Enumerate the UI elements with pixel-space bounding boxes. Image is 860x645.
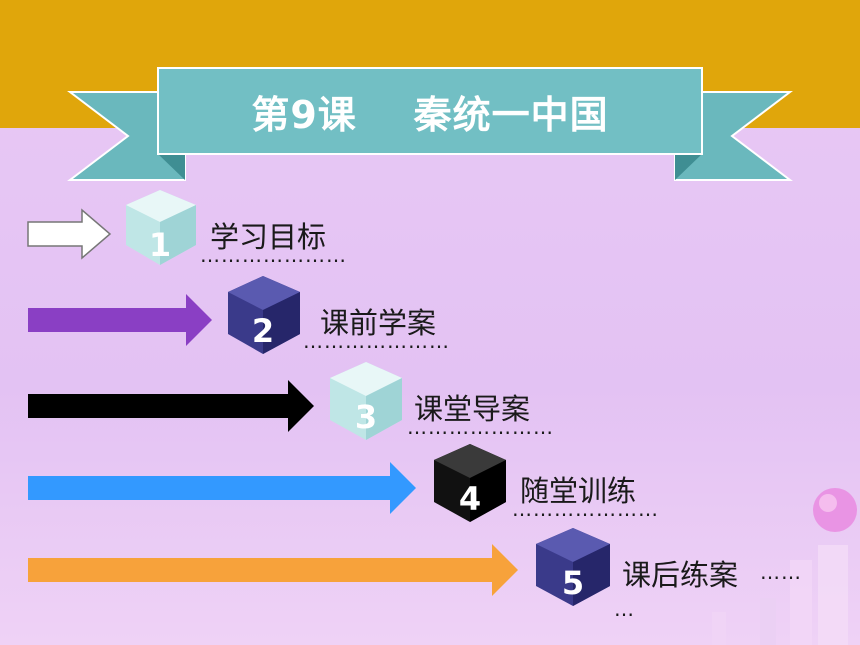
menu-item-3-arrow[interactable]	[28, 380, 314, 432]
menu-item-3-dots: …………………	[407, 415, 554, 439]
menu-item-1-label[interactable]: 学习目标	[210, 220, 327, 254]
cube-5-icon	[536, 528, 610, 606]
cube-1-icon	[126, 190, 196, 265]
menu-item-2-arrow[interactable]	[28, 294, 212, 346]
cube-4-icon	[434, 444, 506, 522]
menu-item-1-arrow[interactable]	[27, 208, 112, 260]
menu-item-5-dots: ……	[760, 560, 802, 584]
menu-item-5-label[interactable]: 课后练案	[622, 558, 739, 592]
menu-item-5-arrow[interactable]	[28, 544, 518, 596]
menu-item-4-dots: …………………	[512, 497, 659, 521]
menu-item-1-dots: …………………	[200, 243, 347, 267]
menu-item-4-arrow[interactable]	[28, 462, 416, 514]
menu-item-2-label[interactable]: 课前学案	[320, 306, 437, 340]
cube-3-icon	[330, 362, 402, 440]
menu-item-1-number: 1	[148, 226, 172, 264]
menu-item-4-label[interactable]: 随堂训练	[520, 474, 637, 508]
menu-item-3-number: 3	[354, 398, 378, 436]
menu-item-4-number: 4	[458, 480, 482, 518]
menu-item-5-dots-wrap: …	[614, 597, 635, 621]
page-title: 第9课 秦统一中国	[251, 92, 609, 137]
menu-item-5-number: 5	[561, 564, 585, 602]
menu-item-3-label[interactable]: 课堂导案	[414, 392, 531, 426]
menu-item-2-number: 2	[251, 312, 275, 350]
cube-2-icon	[228, 276, 300, 354]
menu-item-2-dots: …………………	[303, 329, 450, 353]
